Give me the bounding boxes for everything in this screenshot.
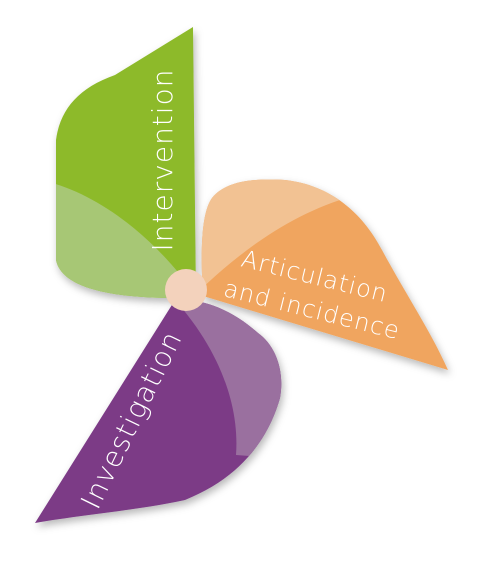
blade-purple (35, 299, 282, 523)
blade-orange-highlight (201, 179, 340, 300)
blade-label-intervention: Intervention (146, 69, 179, 252)
blade-orange (201, 179, 448, 370)
blade-green (56, 27, 196, 298)
pinwheel-hub (165, 269, 207, 311)
blade-green-highlight (56, 180, 196, 298)
